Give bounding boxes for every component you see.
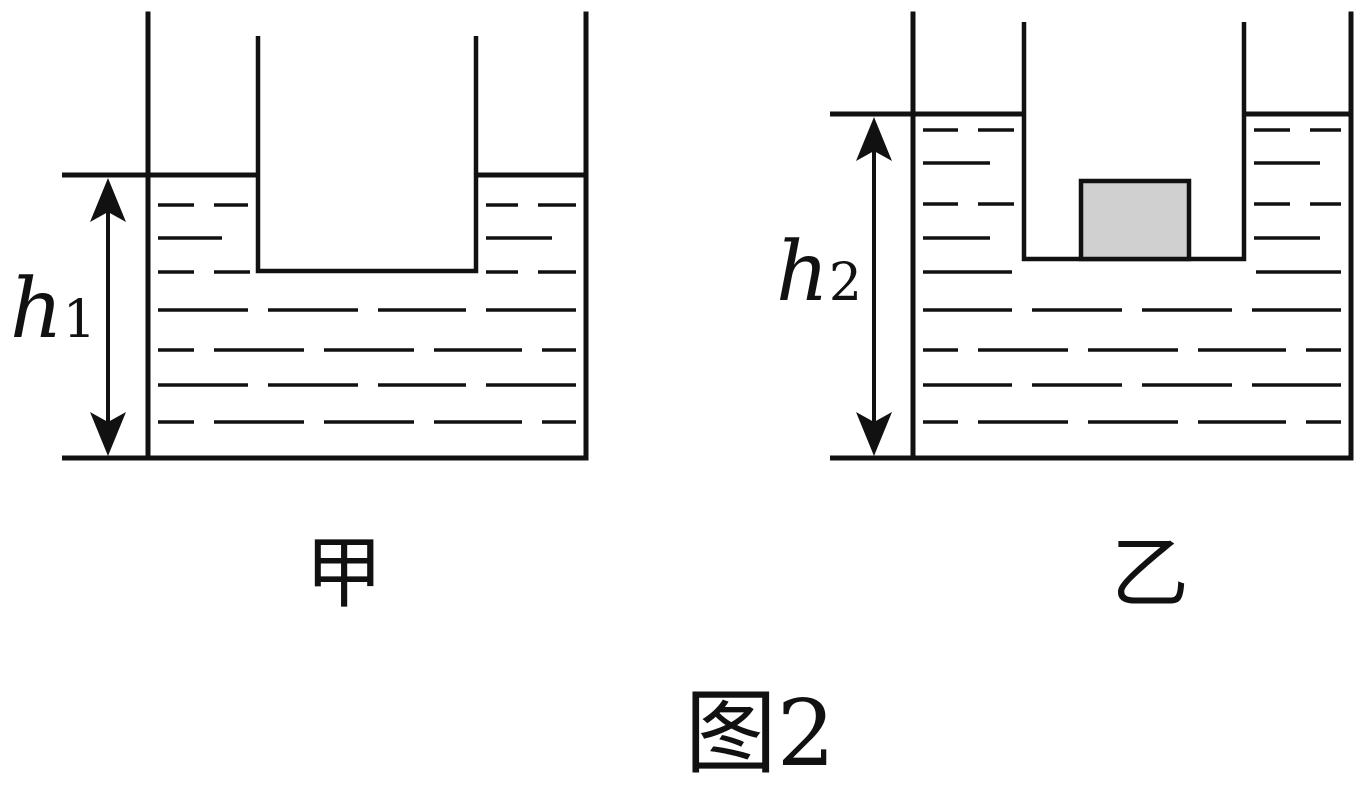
beaker-label-yi: 乙 — [1111, 529, 1189, 619]
cup-left — [255, 36, 479, 274]
height-arrow-h1 — [90, 178, 126, 456]
water-dashes-right — [923, 128, 1341, 424]
block-in-cup — [1078, 178, 1192, 262]
beaker-left-outline — [145, 11, 589, 461]
beaker-right-outline — [910, 11, 1354, 461]
height-label-h1: h1 — [10, 262, 96, 357]
beaker-right: h2 乙 — [776, 11, 1354, 619]
beaker-left: h1 甲 — [10, 11, 589, 619]
beaker-label-jia: 甲 — [305, 529, 383, 619]
water-dashes-left — [158, 203, 576, 424]
height-arrow-h2 — [856, 117, 892, 456]
height-label-h2: h2 — [776, 225, 862, 320]
figure-caption: 图2 — [685, 680, 836, 786]
